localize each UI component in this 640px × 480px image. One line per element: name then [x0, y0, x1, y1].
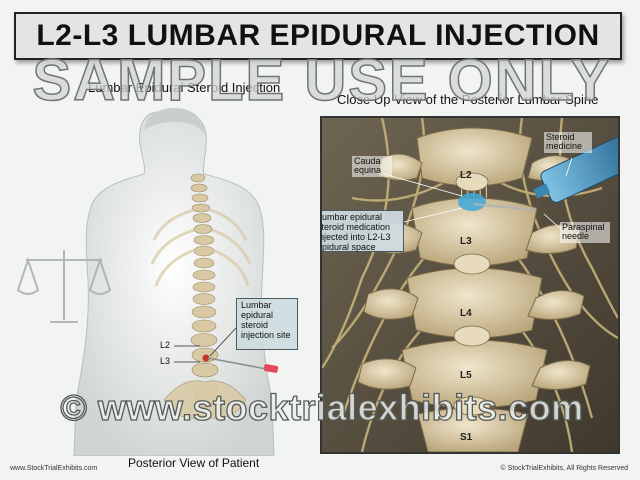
- left-needle: [207, 357, 273, 371]
- injected-medication: [458, 193, 486, 211]
- patient-illustration: [16, 108, 279, 457]
- ribs: [150, 208, 252, 287]
- vertebra-label-l2: L2: [460, 170, 472, 181]
- scale-logo-icon: [16, 250, 112, 323]
- injection-site-callout: Lumbar epidural steroid injection site: [236, 298, 298, 350]
- spine: [190, 173, 219, 408]
- vertebra-label-s1: S1: [460, 432, 473, 443]
- posterior-view-caption: Posterior View of Patient: [128, 456, 260, 470]
- sample-watermark: SAMPLE USE ONLY: [32, 48, 612, 113]
- hair: [144, 108, 204, 134]
- left-heading: Lumbar Epidural Steroid Injection: [88, 80, 281, 95]
- page-title: L2-L3 LUMBAR EPIDURAL INJECTION: [36, 19, 600, 52]
- pelvis: [163, 380, 247, 419]
- label-l2: L2: [160, 340, 171, 350]
- footer-copyright: © StockTrialExhibits, All Rights Reserve…: [500, 465, 628, 472]
- epidural-callout: Lumbar epidural steroid medication injec…: [322, 210, 404, 252]
- vertebra-label-l5: L5: [460, 370, 472, 381]
- vertebra-label-l4: L4: [460, 308, 472, 319]
- injection-site-marker: [202, 354, 210, 362]
- title-banner: L2-L3 LUMBAR EPIDURAL INJECTION: [14, 12, 622, 60]
- cauda-equina-label: Cauda equina: [352, 156, 392, 177]
- right-heading: Close Up View of the Posterior Lumbar Sp…: [337, 92, 599, 107]
- label-l3: L3: [160, 356, 171, 366]
- spinous-processes: [453, 172, 491, 416]
- paraspinal-needle: [473, 203, 535, 211]
- vertebra-label-l3: L3: [460, 236, 472, 247]
- paraspinal-needle-label: Paraspinal needle: [560, 222, 610, 243]
- website-watermark: © www.stocktrialexhibits.com: [60, 387, 584, 428]
- footer-website: www.StockTrialExhibits.com: [10, 465, 98, 472]
- syringe: [533, 136, 618, 203]
- syringe-tip: [263, 364, 279, 373]
- steroid-medicine-label: Steroid medicine: [544, 132, 592, 153]
- posterior-view-panel: L2 L3 Lumbar epidural steroid injection …: [14, 100, 314, 470]
- close-up-panel: Cauda equina Steroid medicine Paraspinal…: [320, 116, 620, 454]
